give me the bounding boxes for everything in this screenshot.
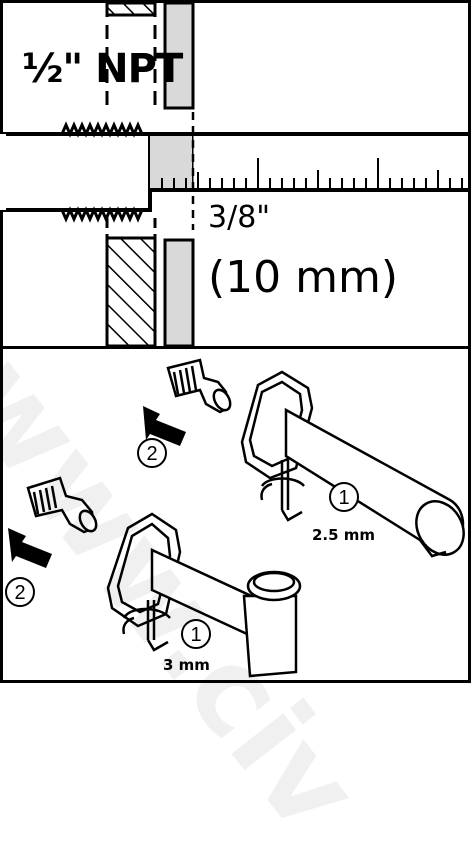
depth-metric-label: (10 mm) [208,252,399,303]
depth-fraction-label: 3/8" [208,200,271,235]
threaded-pipe [0,121,152,223]
step-circle-1-lower [181,619,211,649]
step-number-1-upper: 1 [338,487,349,509]
hex-key-size-lower: 3 mm [163,656,210,674]
step-number-2-lower: 2 [14,582,25,604]
adapter-lower [26,476,98,534]
tap-upper [240,370,465,558]
rotate-arrow-upper [260,477,305,487]
step-circle-1-upper [329,482,359,512]
step-number-2-upper: 2 [146,443,157,465]
rotate-arrow-lower [122,607,171,619]
fitting-wall-top [105,1,195,110]
step-number-1-lower: 1 [190,624,201,646]
fitting-wall-bottom [105,218,195,348]
hex-key-size-upper: 2.5 mm [312,526,376,544]
thread-size-label: ½" NPT [22,46,183,92]
adapter-upper [166,358,232,414]
arrow-lower [8,528,52,568]
ruler [148,132,471,192]
tap-lower [106,512,302,678]
arrow-upper [143,406,186,446]
step-circle-2-lower [5,577,35,607]
step-circle-2-upper [137,438,167,468]
diagram-drawing: 2 1 2 1 [0,1,471,678]
